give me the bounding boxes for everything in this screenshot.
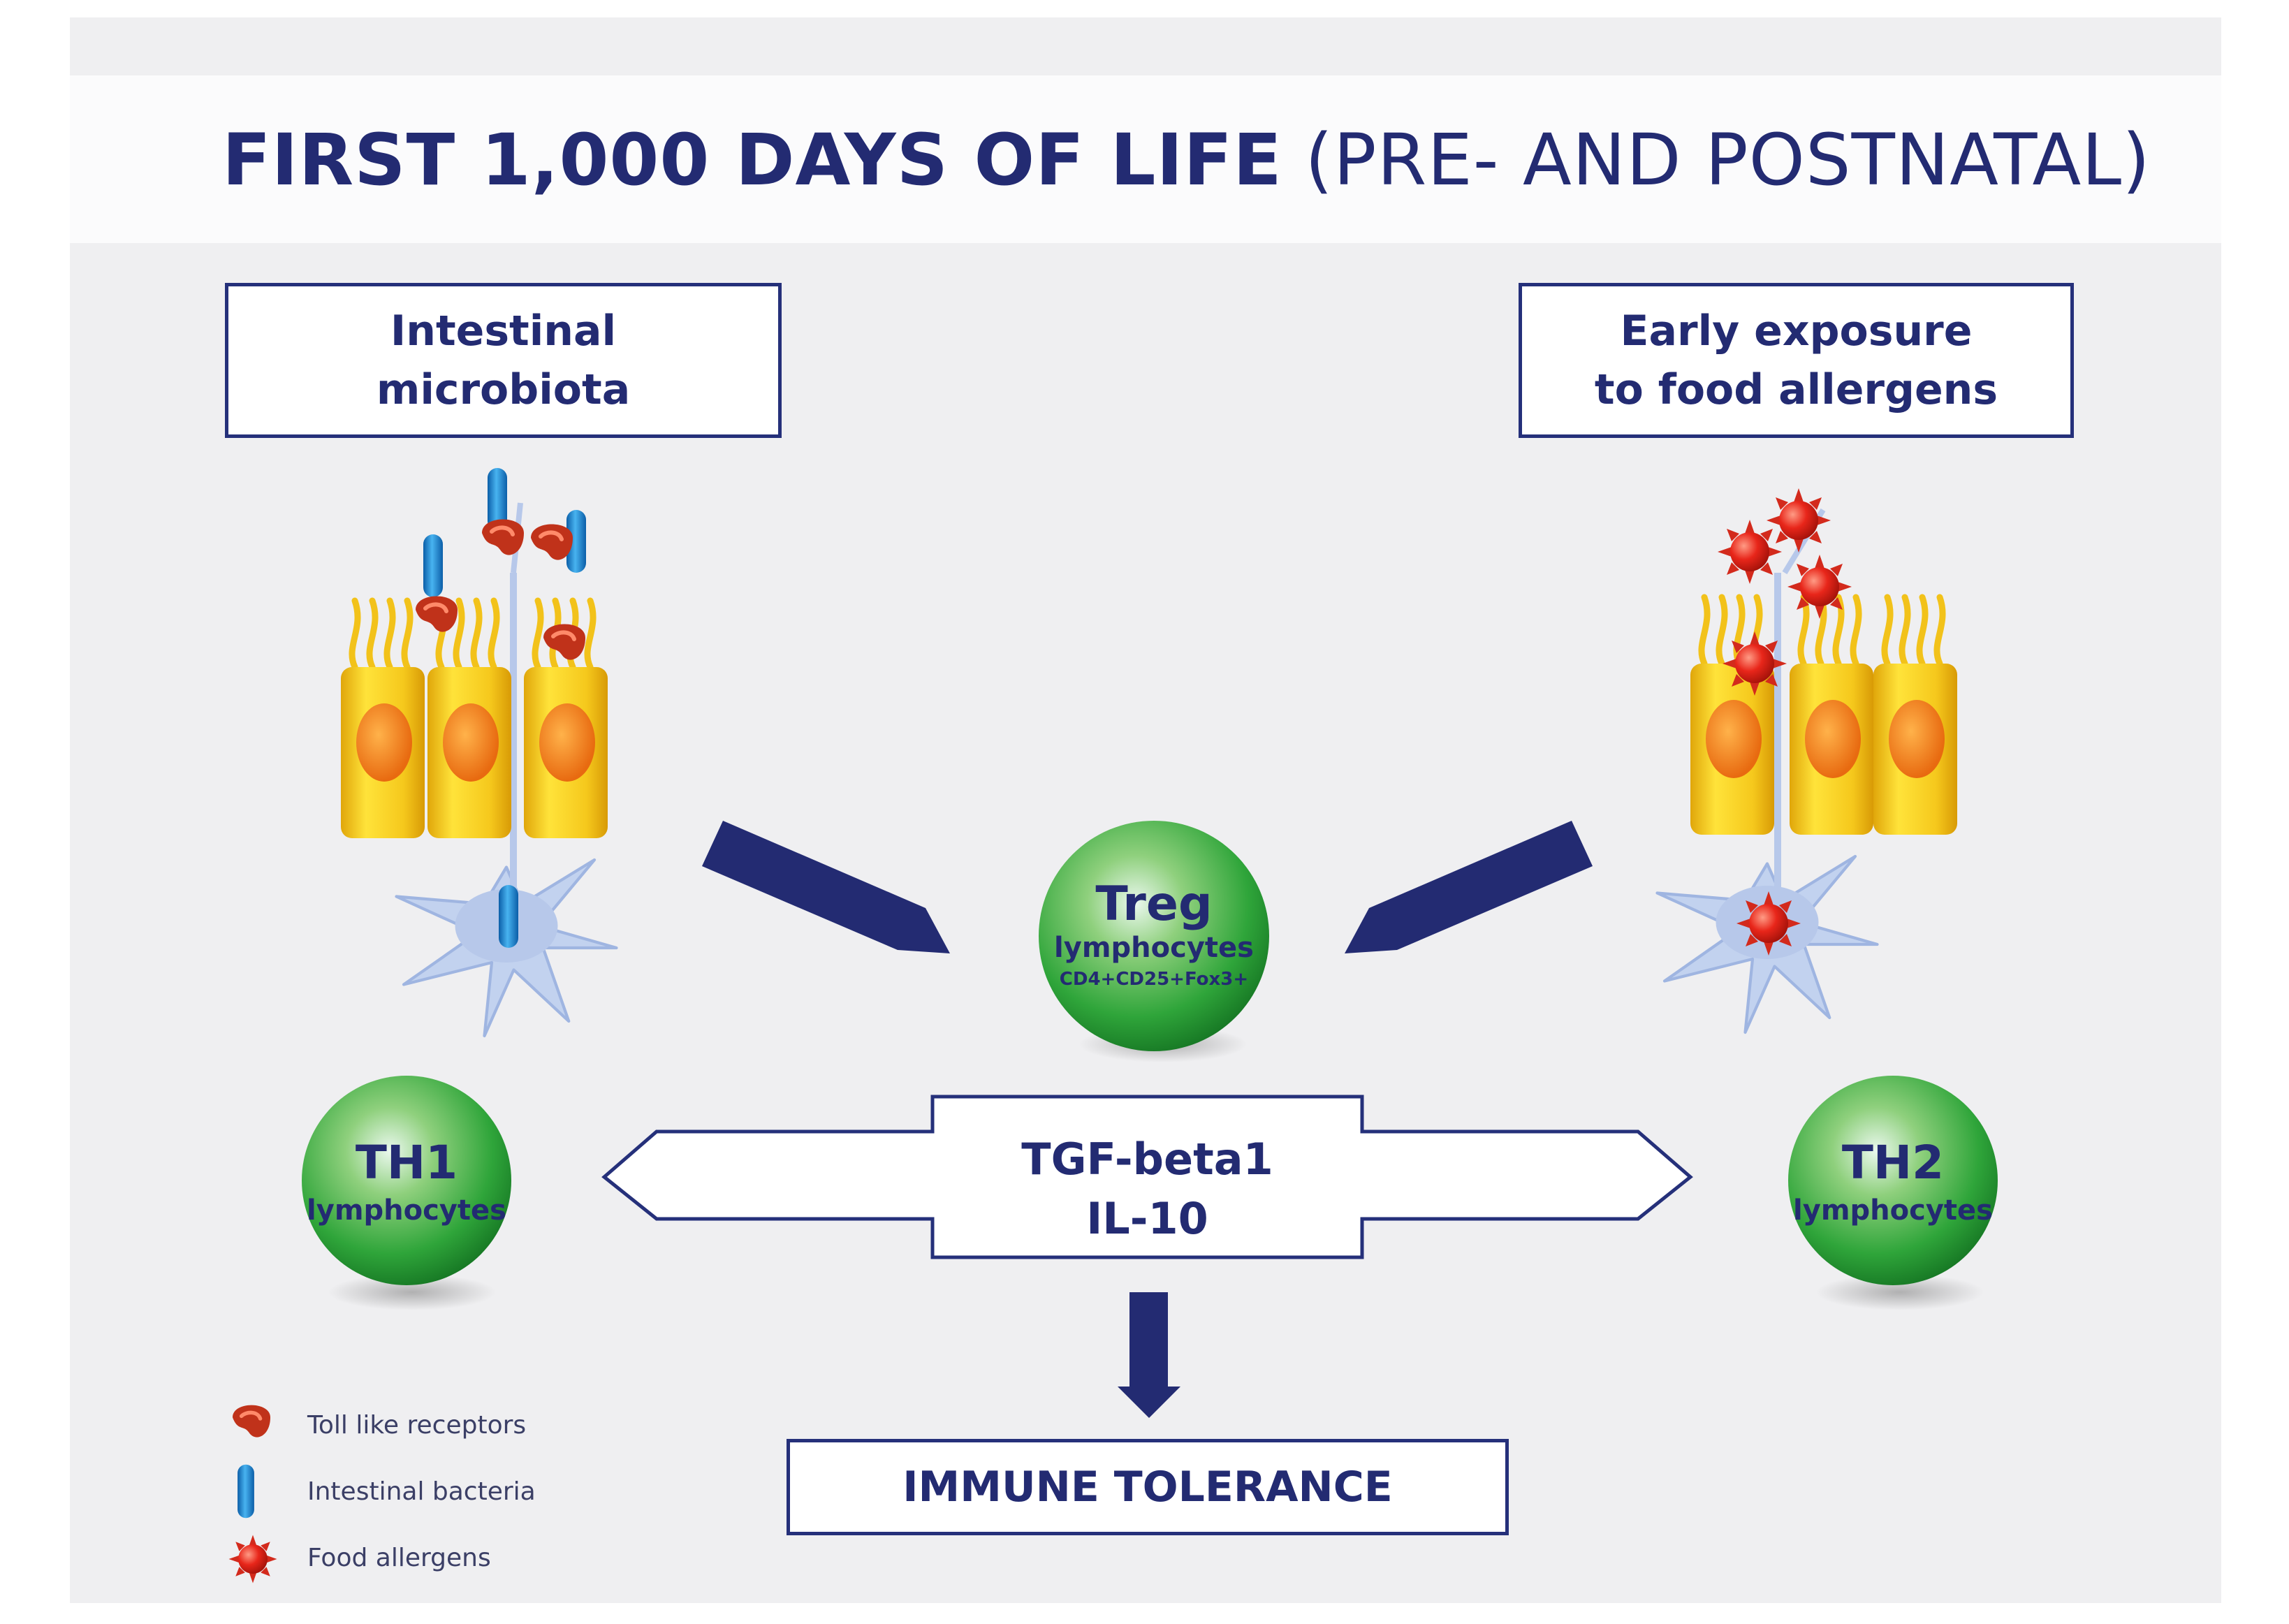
treg-sub: lymphocytes — [1054, 932, 1254, 964]
intestinal-microbiota-label: Intestinal microbiota — [376, 307, 631, 414]
food-allergens-label: Early exposure to food allergens — [1594, 307, 1998, 414]
left-converge-arrow — [702, 821, 950, 953]
title-sub: (PRE- AND POSTNATAL) — [1305, 119, 2151, 202]
immune-tolerance-box: IMMUNE TOLERANCE — [787, 1439, 1509, 1535]
title-main: FIRST 1,000 DAYS OF LIFE — [222, 119, 1282, 202]
th1-sub: lymphocytes — [307, 1194, 506, 1227]
th1-shadow — [328, 1274, 496, 1310]
th2-shadow — [1816, 1274, 1984, 1310]
right-epithelial-cells — [1690, 597, 1957, 835]
left-epithelium-illustration — [341, 468, 617, 1036]
th2-sub: lymphocytes — [1793, 1194, 1993, 1227]
food-allergen-icon — [228, 1535, 277, 1583]
right-epithelium-illustration — [1658, 488, 1958, 1032]
legend-food-allergens-label: Food allergens — [307, 1544, 491, 1572]
down-arrow — [1118, 1292, 1180, 1418]
page-title: FIRST 1,000 DAYS OF LIFE (PRE- AND POSTN… — [222, 115, 2151, 206]
toll-like-receptor-icon — [233, 1405, 270, 1438]
intestinal-microbiota-box: Intestinal microbiota — [225, 283, 782, 438]
cytokine-label-1: TGF-beta1 — [1021, 1134, 1273, 1185]
right-converge-arrow — [1345, 821, 1593, 953]
food-allergens-box: Early exposure to food allergens — [1519, 283, 2074, 438]
treg-name: Treg — [1095, 877, 1213, 932]
th2-cell — [1788, 1076, 1998, 1285]
legend-intestinal-bacteria-label: Intestinal bacteria — [307, 1477, 536, 1506]
immune-tolerance-label: IMMUNE TOLERANCE — [902, 1463, 1393, 1512]
cytokine-double-arrow — [601, 1095, 1693, 1259]
th2-name: TH2 — [1841, 1136, 1945, 1190]
th1-cell — [302, 1076, 511, 1285]
intestinal-bacteria-icon — [237, 1464, 254, 1519]
legend-toll-receptors-label: Toll like receptors — [307, 1411, 527, 1440]
title-band — [70, 75, 2221, 243]
th1-name: TH1 — [355, 1136, 458, 1190]
treg-cell — [1039, 821, 1269, 1051]
treg-markers: CD4+CD25+Fox3+ — [1059, 969, 1249, 990]
cytokine-label-2: IL-10 — [1086, 1193, 1208, 1244]
